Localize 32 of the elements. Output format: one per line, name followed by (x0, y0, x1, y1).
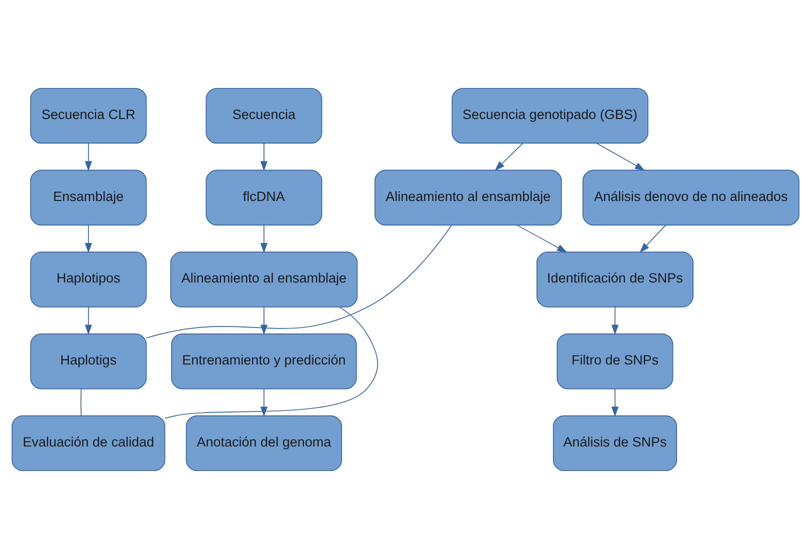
node-box: Evaluación de calidad (12, 414, 166, 471)
node-box: Haplotipos (30, 251, 147, 307)
arrow (611, 306, 619, 334)
arrow (84, 306, 92, 334)
node-box: flcDNA (206, 169, 322, 225)
node-box: Filtro de SNPs (556, 333, 674, 389)
arrow (260, 142, 268, 171)
connector (146, 224, 452, 338)
arrow (260, 224, 268, 253)
node-box: Identificación de SNPs (536, 251, 694, 307)
arrow (516, 224, 568, 252)
arrow (494, 142, 524, 170)
node-box: Secuencia (206, 87, 322, 144)
node-box: Análisis denovo de no alineados (582, 169, 800, 225)
node-box: Alineamiento al ensamblaje (170, 251, 358, 307)
node-box: Secuencia CLR (30, 87, 147, 144)
node-box: Secuencia genotipado (GBS) (452, 87, 648, 144)
node-box: Entrenamiento y predicción (171, 333, 357, 389)
arrow (611, 388, 619, 416)
arrow (84, 224, 92, 253)
node-box: Haplotigs (30, 333, 147, 389)
arrow (596, 142, 646, 170)
arrow (640, 224, 666, 252)
node-box: Ensamblaje (30, 169, 147, 225)
node-box: Análisis de SNPs (552, 414, 677, 471)
node-box: Alineamiento al ensamblaje (374, 169, 562, 225)
node-box: Anotación del genoma (186, 414, 342, 471)
arrow (84, 142, 92, 171)
connector (80, 388, 82, 416)
arrow (260, 306, 268, 334)
connector (164, 306, 378, 418)
arrow (260, 388, 268, 416)
